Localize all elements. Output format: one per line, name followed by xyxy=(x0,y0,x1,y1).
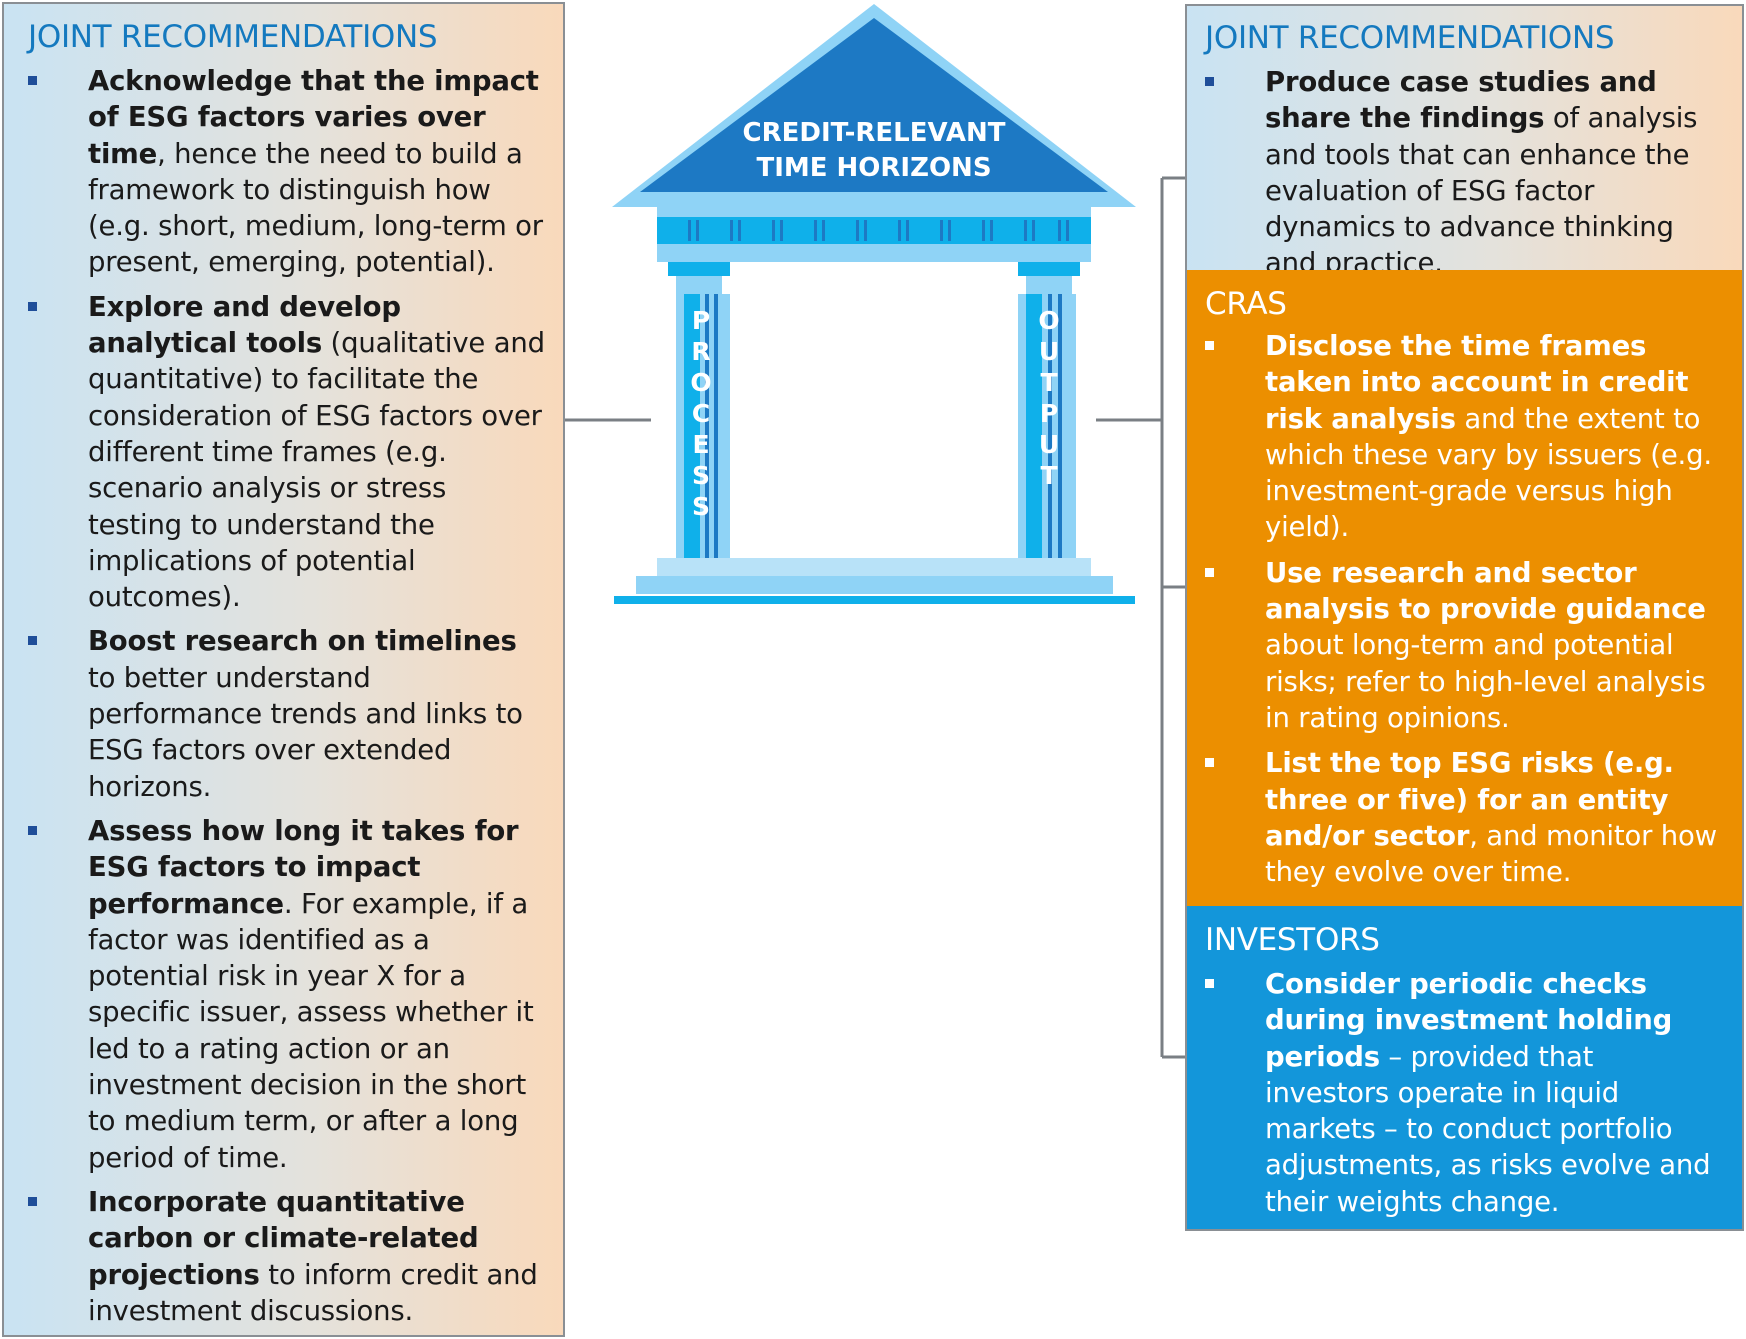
column-letter: R xyxy=(691,337,711,366)
investors-panel: INVESTORS Consider periodic checks durin… xyxy=(1187,906,1742,1229)
item-text: . For example, if a factor was identifie… xyxy=(88,887,534,1174)
frieze-triglyphs xyxy=(688,220,1069,241)
item-text: to better understand performance trends … xyxy=(88,661,523,803)
column-letter: O xyxy=(690,368,712,397)
cras-panel: CRAS Disclose the time frames taken into… xyxy=(1187,270,1742,906)
right-joint-recommendations-panel: JOINT RECOMMENDATIONS Produce case studi… xyxy=(1187,6,1742,279)
left-capital xyxy=(668,262,730,276)
list-item: List the top ESG risks (e.g. three or fi… xyxy=(1205,745,1724,890)
list-item: Assess how long it takes for ESG factors… xyxy=(28,813,545,1176)
item-bold-text: Assess how long it takes for ESG factors… xyxy=(88,814,519,920)
frieze xyxy=(657,217,1091,244)
list-item: Disclose the time frames taken into acco… xyxy=(1205,328,1724,546)
column-letter: P xyxy=(1039,399,1059,428)
temple-title-line1: CREDIT-RELEVANT xyxy=(742,118,1006,148)
column-letter: O xyxy=(1038,306,1060,335)
item-text: – provided that investors operate in liq… xyxy=(1265,1040,1711,1218)
item-bold-text: Acknowledge that the impact of ESG facto… xyxy=(88,65,539,170)
left-recommendations-panel: JOINT RECOMMENDATIONS Acknowledge that t… xyxy=(2,2,565,1337)
list-item: Boost research on timelines to better un… xyxy=(28,623,545,804)
item-bold-text: Boost research on timelines xyxy=(88,625,517,658)
entablature-top xyxy=(657,207,1091,217)
architrave xyxy=(657,244,1091,262)
right-joint-heading: JOINT RECOMMENDATIONS xyxy=(1205,20,1615,56)
item-text: to inform credit and investment discussi… xyxy=(88,1258,538,1327)
item-bold-text: List the top ESG risks (e.g. three or fi… xyxy=(1265,747,1674,852)
stylobate xyxy=(657,558,1091,576)
item-bold-text: Explore and develop analytical tools xyxy=(88,290,401,360)
column-letter: C xyxy=(691,399,711,428)
column-letter: S xyxy=(691,461,710,490)
left-capital-neck xyxy=(676,276,722,294)
list-item: Explore and develop analytical tools (qu… xyxy=(28,289,545,616)
temple-title-line2: TIME HORIZONS xyxy=(756,153,992,183)
column-letter: S xyxy=(691,492,710,521)
column-letter: E xyxy=(692,430,710,459)
list-item: Consider periodic checks during investme… xyxy=(1205,966,1724,1220)
item-bold-text: Produce case studies and share the findi… xyxy=(1265,66,1657,135)
cras-heading: CRAS xyxy=(1205,286,1287,322)
process-column-label: P R O C E S S xyxy=(686,305,716,522)
item-bold-text: Disclose the time frames taken into acco… xyxy=(1265,330,1689,435)
right-capital xyxy=(1018,262,1080,276)
list-item: Use research and sector analysis to prov… xyxy=(1205,555,1724,736)
list-item: Produce case studies and share the findi… xyxy=(1205,64,1732,282)
item-text: and the extent to which these vary by is… xyxy=(1265,402,1712,544)
item-bold-text: Consider periodic checks during investme… xyxy=(1265,968,1673,1073)
investors-list: Consider periodic checks during investme… xyxy=(1205,966,1724,1220)
output-column-label: O U T P U T xyxy=(1034,305,1064,491)
item-text: of analysis and tools that can enhance t… xyxy=(1265,102,1698,280)
right-panels: JOINT RECOMMENDATIONS Produce case studi… xyxy=(1185,4,1744,1231)
item-bold-text: Incorporate quantitative carbon or clima… xyxy=(88,1185,479,1291)
item-text: , and monitor how they evolve over time. xyxy=(1265,819,1717,889)
temple-title: CREDIT-RELEVANT TIME HORIZONS xyxy=(724,116,1024,186)
base-step xyxy=(636,576,1113,594)
column-letter: P xyxy=(691,306,711,335)
left-panel-heading: JOINT RECOMMENDATIONS xyxy=(28,19,438,55)
item-text: , hence the need to build a framework to… xyxy=(88,137,543,279)
investors-heading: INVESTORS xyxy=(1205,922,1380,958)
list-item: Incorporate quantitative carbon or clima… xyxy=(28,1184,545,1329)
item-text: about long-term and potential risks; ref… xyxy=(1265,629,1706,734)
item-bold-text: Use research and sector analysis to prov… xyxy=(1265,556,1706,626)
left-recommendation-list: Acknowledge that the impact of ESG facto… xyxy=(28,63,545,1329)
right-capital-neck xyxy=(1026,276,1072,294)
right-joint-list: Produce case studies and share the findi… xyxy=(1205,64,1732,282)
base-line xyxy=(614,596,1135,604)
column-letter: U xyxy=(1038,337,1060,366)
cras-list: Disclose the time frames taken into acco… xyxy=(1205,328,1724,890)
item-text: (qualitative and quantitative) to facili… xyxy=(88,327,545,614)
column-letter: T xyxy=(1040,461,1058,490)
column-letter: U xyxy=(1038,430,1060,459)
list-item: Acknowledge that the impact of ESG facto… xyxy=(28,63,545,281)
column-letter: T xyxy=(1040,368,1058,397)
